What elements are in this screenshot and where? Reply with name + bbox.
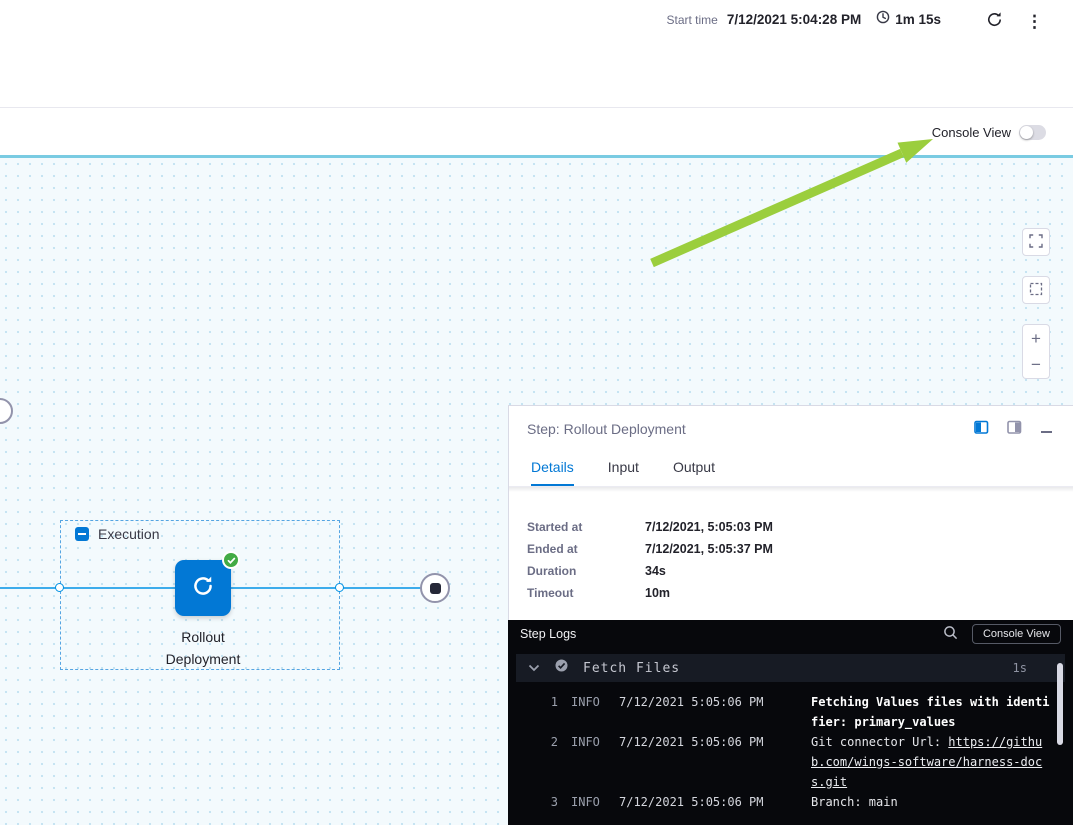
elapsed-value: 1m 15s xyxy=(895,12,941,27)
stop-icon xyxy=(430,583,441,594)
refresh-button[interactable] xyxy=(984,9,1005,33)
log-timestamp: 7/12/2021 5:05:06 PM xyxy=(619,692,769,712)
minus-icon: − xyxy=(1031,356,1041,373)
start-time-label: Start time xyxy=(667,13,718,27)
chevron-down-icon xyxy=(528,659,540,677)
console-view-toggle[interactable] xyxy=(1019,125,1046,140)
step-panel-header: Step: Rollout Deployment xyxy=(509,406,1073,452)
fullscreen-button[interactable] xyxy=(1022,228,1050,256)
kebab-menu-icon: ⋮ xyxy=(1026,13,1043,30)
detail-label: Ended at xyxy=(527,542,645,556)
expand-icon xyxy=(1029,234,1043,251)
tab-output[interactable]: Output xyxy=(673,459,715,486)
node-label: Rollout Deployment xyxy=(148,626,258,670)
log-search-button[interactable] xyxy=(941,623,960,645)
fit-selection-button[interactable] xyxy=(1022,276,1050,304)
execution-time-info: Start time 7/12/2021 5:04:28 PM 1m 15s xyxy=(667,10,942,29)
zoom-out-button[interactable]: − xyxy=(1022,351,1050,379)
log-message-prefix: Git connector Url: xyxy=(811,735,948,749)
log-header: Step Logs Console View xyxy=(508,620,1073,648)
detail-value: 34s xyxy=(645,564,666,578)
log-timestamp: 7/12/2021 5:05:06 PM xyxy=(619,792,769,812)
panel-layout-left-icon xyxy=(974,420,989,438)
group-port-left xyxy=(55,583,64,592)
zoom-in-button[interactable]: + xyxy=(1022,324,1050,352)
tab-details[interactable]: Details xyxy=(531,459,574,486)
panel-header-actions xyxy=(972,418,1055,440)
more-options-button[interactable]: ⋮ xyxy=(1024,11,1045,32)
detail-row-duration: Duration 34s xyxy=(527,564,1055,578)
log-message: Git connector Url: https://github.com/wi… xyxy=(811,732,1055,792)
log-scrollbar[interactable] xyxy=(1057,663,1063,745)
log-section-title: Fetch Files xyxy=(583,661,680,676)
top-header: Start time 7/12/2021 5:04:28 PM 1m 15s ⋮ xyxy=(0,0,1073,108)
step-panel-title: Step: Rollout Deployment xyxy=(527,421,686,437)
layout-right-button[interactable] xyxy=(1005,418,1024,440)
tab-input[interactable]: Input xyxy=(608,459,639,486)
minimize-panel-button[interactable] xyxy=(1038,420,1055,439)
panel-layout-right-icon xyxy=(1007,420,1022,438)
layout-left-button[interactable] xyxy=(972,418,991,440)
log-line-number: 1 xyxy=(542,692,558,712)
step-panel-tabs: Details Input Output xyxy=(509,452,1073,486)
minimize-icon xyxy=(1040,422,1053,437)
log-timestamp: 7/12/2021 5:05:06 PM xyxy=(619,732,769,752)
marquee-icon xyxy=(1029,282,1043,299)
detail-row-started-at: Started at 7/12/2021, 5:05:03 PM xyxy=(527,520,1055,534)
log-level: INFO xyxy=(571,692,605,712)
rollout-deployment-node[interactable] xyxy=(175,560,231,616)
log-body: Fetch Files 1s 1 INFO 7/12/2021 5:05:06 … xyxy=(516,654,1065,812)
execution-group-header: Execution xyxy=(75,526,159,542)
start-time-value: 7/12/2021 5:04:28 PM xyxy=(727,12,861,27)
log-line-number: 3 xyxy=(542,792,558,812)
log-lines: 1 INFO 7/12/2021 5:05:06 PM Fetching Val… xyxy=(516,682,1065,812)
rollout-refresh-icon xyxy=(190,573,216,604)
execution-group-label: Execution xyxy=(98,526,159,542)
log-section-fetch-files[interactable]: Fetch Files 1s xyxy=(516,654,1065,682)
detail-value: 7/12/2021, 5:05:03 PM xyxy=(645,520,773,534)
detail-value: 7/12/2021, 5:05:37 PM xyxy=(645,542,773,556)
header-actions: ⋮ xyxy=(984,9,1045,33)
detail-row-timeout: Timeout 10m xyxy=(527,586,1055,600)
console-view-strip: Console View xyxy=(0,109,1073,158)
log-row: 3 INFO 7/12/2021 5:05:06 PM Branch: main xyxy=(542,792,1055,812)
log-header-actions: Console View xyxy=(941,623,1061,645)
step-logs-panel: Step Logs Console View Fetch Files xyxy=(508,620,1073,825)
log-title: Step Logs xyxy=(520,627,576,641)
plus-icon: + xyxy=(1031,330,1041,347)
toggle-knob xyxy=(1020,126,1033,139)
detail-label: Timeout xyxy=(527,586,645,600)
clock-icon xyxy=(876,10,890,29)
search-icon xyxy=(943,625,958,643)
detail-row-ended-at: Ended at 7/12/2021, 5:05:37 PM xyxy=(527,542,1055,556)
pipeline-end-node[interactable] xyxy=(420,573,450,603)
log-level: INFO xyxy=(571,732,605,752)
check-circle-icon xyxy=(554,658,569,678)
log-message: Fetching Values files with identifier: p… xyxy=(811,692,1055,732)
console-view-label: Console View xyxy=(932,125,1011,140)
detail-label: Duration xyxy=(527,564,645,578)
log-line-number: 2 xyxy=(542,732,558,752)
detail-value: 10m xyxy=(645,586,670,600)
log-row: 2 INFO 7/12/2021 5:05:06 PM Git connecto… xyxy=(542,732,1055,792)
group-port-right xyxy=(335,583,344,592)
step-details-list: Started at 7/12/2021, 5:05:03 PM Ended a… xyxy=(509,492,1073,600)
refresh-icon xyxy=(986,11,1003,31)
success-badge xyxy=(222,551,240,569)
log-row: 1 INFO 7/12/2021 5:05:06 PM Fetching Val… xyxy=(542,692,1055,732)
elapsed-group: 1m 15s xyxy=(876,10,941,29)
log-level: INFO xyxy=(571,792,605,812)
log-section-duration: 1s xyxy=(1013,661,1027,675)
log-message: Branch: main xyxy=(811,792,1055,812)
detail-label: Started at xyxy=(527,520,645,534)
collapse-group-icon[interactable] xyxy=(75,527,89,541)
log-console-view-button[interactable]: Console View xyxy=(972,624,1061,644)
